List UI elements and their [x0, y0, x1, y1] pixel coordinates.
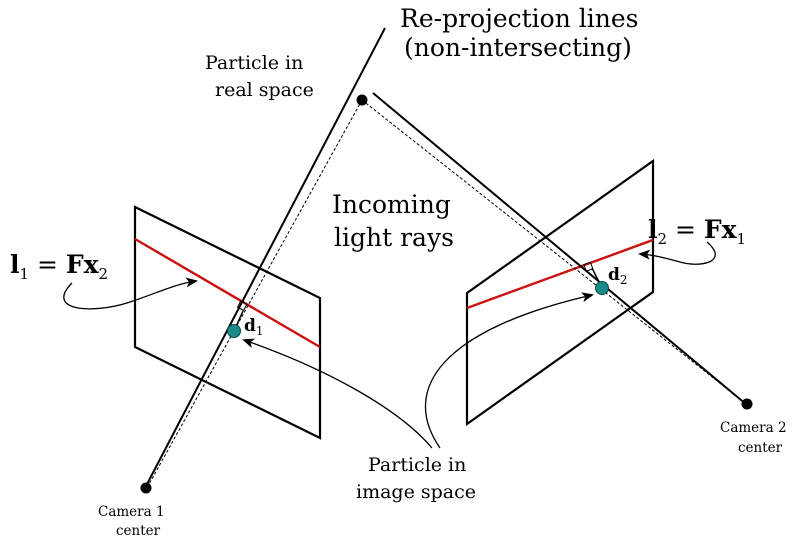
arrow-eq2	[638, 241, 716, 265]
reprojection-line-1	[144, 27, 386, 489]
light-ray-1	[147, 99, 363, 487]
camera-2-center	[741, 398, 753, 410]
label-d1: d1	[244, 316, 264, 338]
particle-real-space	[356, 94, 368, 106]
label-particle-image-1: Particle in	[368, 454, 466, 476]
label-reprojection-2: (non-intersecting)	[404, 33, 632, 62]
label-d2: d2	[608, 265, 628, 287]
label-particle-real-2: real space	[215, 79, 314, 101]
right-angle-marker-2	[583, 261, 594, 272]
label-particle-image-2: image space	[356, 481, 476, 503]
arrow-eq1	[63, 277, 198, 310]
label-reprojection-1: Re-projection lines	[400, 4, 638, 33]
epipolar-line-1	[134, 237, 321, 349]
label-camera1-2: center	[116, 523, 161, 539]
reprojection-line-2	[372, 92, 748, 406]
right-angle-marker-1	[236, 300, 248, 312]
camera-1-center	[140, 482, 152, 494]
label-camera1-1: Camera 1	[98, 504, 165, 520]
epipolar-line-2	[466, 238, 654, 310]
label-incoming-1: Incoming	[332, 190, 451, 219]
image-point-1	[227, 324, 241, 338]
equation-l2: l2 = Fx1	[648, 215, 746, 248]
label-camera2-1: Camera 2	[720, 420, 787, 436]
label-camera2-2: center	[738, 440, 783, 456]
arrow-image-point-1	[242, 338, 433, 449]
arrow-image-point-2	[424, 292, 594, 449]
equation-l1: l1 = Fx2	[10, 250, 108, 283]
label-incoming-2: light rays	[334, 223, 454, 252]
light-ray-2	[361, 99, 746, 404]
image-plane-2	[465, 158, 655, 427]
label-particle-real-1: Particle in	[205, 52, 303, 74]
image-point-2	[595, 281, 609, 295]
image-plane-1	[133, 205, 322, 440]
